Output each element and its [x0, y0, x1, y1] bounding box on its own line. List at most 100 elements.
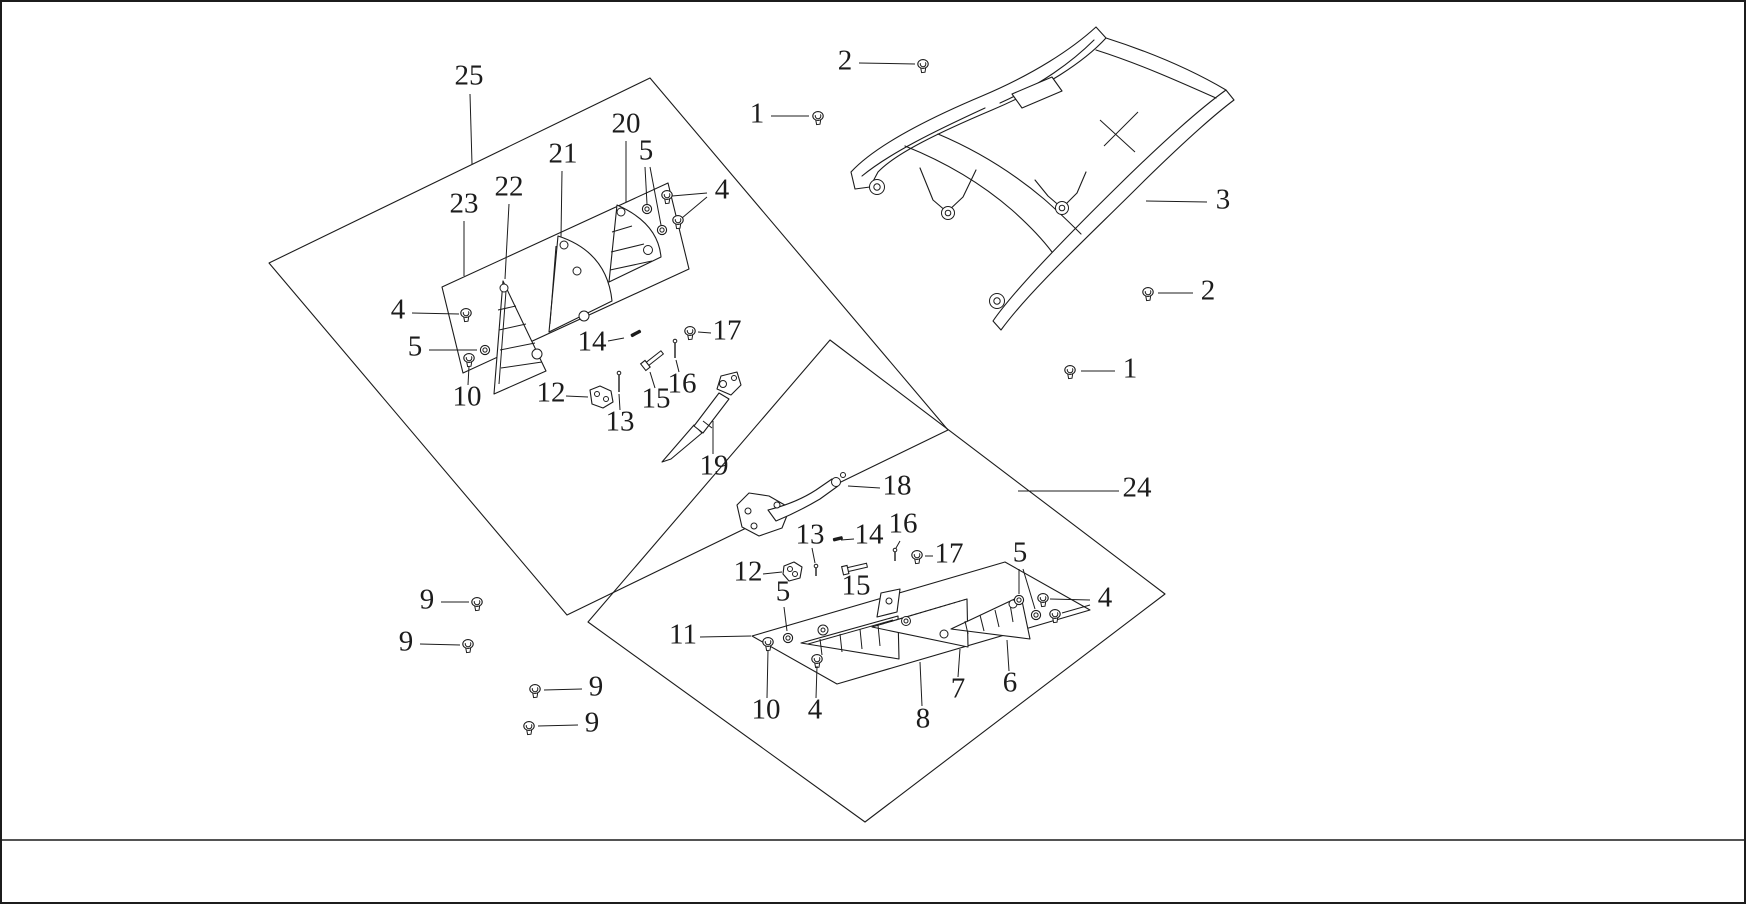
screw-fastener: [1064, 365, 1076, 380]
screw-head-detail: [919, 62, 927, 68]
screw-head-detail: [462, 311, 470, 317]
callout-label: 3: [1216, 184, 1231, 216]
washer-fastener: [641, 203, 653, 215]
callout-label: 14: [578, 326, 608, 358]
panel20-slat: [611, 225, 633, 233]
callout-7-34: 7: [951, 648, 966, 705]
dash-fastener: [630, 329, 642, 338]
panel22-slat: [500, 361, 543, 369]
screw-fastener: [463, 353, 475, 368]
panel6-slat: [964, 620, 969, 635]
washer-fastener: [1030, 609, 1042, 621]
rack-left-ear-hole: [873, 183, 881, 191]
screw-head: [1142, 287, 1154, 297]
bolt-head: [639, 359, 651, 372]
callout-label: 15: [842, 570, 871, 602]
screw-head-detail: [473, 600, 481, 606]
leader-line: [675, 359, 680, 373]
leader-line: [762, 571, 783, 575]
callout-17-26: 17: [925, 538, 964, 570]
hook-bracket-12-lower: [782, 561, 803, 582]
panel7-boss: [939, 629, 949, 639]
screw-head-detail: [686, 329, 694, 335]
washer-fastener: [782, 632, 794, 644]
panel21-boss: [578, 310, 590, 322]
pin-head: [813, 563, 819, 569]
callout-1-1: 1: [750, 98, 809, 130]
callout-label: 5: [776, 576, 791, 608]
screw-head-detail: [913, 553, 921, 559]
rack-3-rail-a: [904, 145, 1053, 253]
panel-outline-25-diamond: [268, 77, 949, 616]
callout-label: 23: [450, 188, 479, 220]
panel6-slat: [994, 609, 1000, 628]
callout-label: 16: [668, 368, 697, 400]
bracket18-hole: [750, 522, 758, 530]
rack-3-inner-line-a: [861, 107, 986, 177]
callout-9-39: 9: [420, 584, 469, 616]
panel8-slat: [859, 628, 863, 650]
leader-line: [847, 485, 881, 489]
callout-12-17: 12: [537, 377, 589, 409]
detail-lines: [497, 111, 1139, 656]
panel8-slat: [819, 638, 823, 656]
screw-head: [529, 684, 541, 694]
rack-brace: [1103, 111, 1139, 147]
trim-panel-20: [608, 204, 662, 283]
bolt-fastener: [840, 562, 868, 576]
leader-line: [815, 665, 818, 699]
panel8-boss-hole: [820, 627, 826, 633]
callout-20-9: 20: [612, 108, 641, 202]
callout-label: 20: [612, 108, 641, 140]
callout-label: 1: [1123, 353, 1138, 385]
screw-head: [462, 639, 474, 649]
callout-23-6: 23: [450, 188, 479, 276]
washer-fastener: [656, 224, 668, 236]
panel22-slat: [499, 342, 536, 351]
screw-head: [661, 190, 673, 200]
callout-8-33: 8: [916, 661, 930, 735]
leader-line: [543, 688, 583, 691]
screw-fastener: [1037, 593, 1049, 608]
bolt-head: [840, 564, 850, 576]
callout-label: 21: [549, 138, 578, 170]
trim-panel-21: [548, 235, 613, 333]
callout-17-16: 17: [697, 315, 742, 347]
screw-fastener: [529, 684, 541, 699]
pin-fastener: [813, 563, 819, 576]
leader-line: [419, 643, 461, 646]
callout-label: 7: [951, 673, 966, 705]
callout-label: 15: [642, 383, 671, 415]
screw-head-detail: [814, 114, 822, 120]
bracket12-hole: [603, 396, 609, 402]
part-paths: [548, 26, 1235, 522]
callout-16-20: 16: [668, 359, 697, 400]
screw-head-detail: [764, 640, 772, 646]
leader-line: [1022, 568, 1036, 610]
screw-head: [812, 111, 824, 121]
washer-hole: [482, 347, 488, 353]
screw-head: [917, 59, 929, 69]
leader-line: [1061, 604, 1091, 614]
rack-3-cutout: [1011, 76, 1063, 109]
pin-head: [616, 370, 622, 376]
washer-fastener: [1013, 594, 1025, 606]
leader-line: [560, 170, 563, 238]
panel20-slat: [609, 260, 653, 271]
leader-line: [671, 192, 708, 197]
callout-label: 22: [495, 171, 524, 203]
rack-3-vmount-a: [919, 167, 977, 213]
bracket18-hole: [744, 507, 752, 515]
callout-label: 9: [585, 707, 600, 739]
leader-line: [895, 540, 901, 549]
bracket-19-arm: [693, 392, 730, 434]
bolt-shaft: [645, 350, 665, 367]
leader-line: [858, 62, 916, 65]
washer-hole: [1033, 612, 1039, 618]
callout-label: 9: [589, 671, 604, 703]
rack-3-nose-inner: [1095, 49, 1217, 99]
panel20-boss: [643, 245, 653, 255]
panel21-boss: [572, 266, 582, 276]
bracket19-hole: [719, 380, 727, 388]
